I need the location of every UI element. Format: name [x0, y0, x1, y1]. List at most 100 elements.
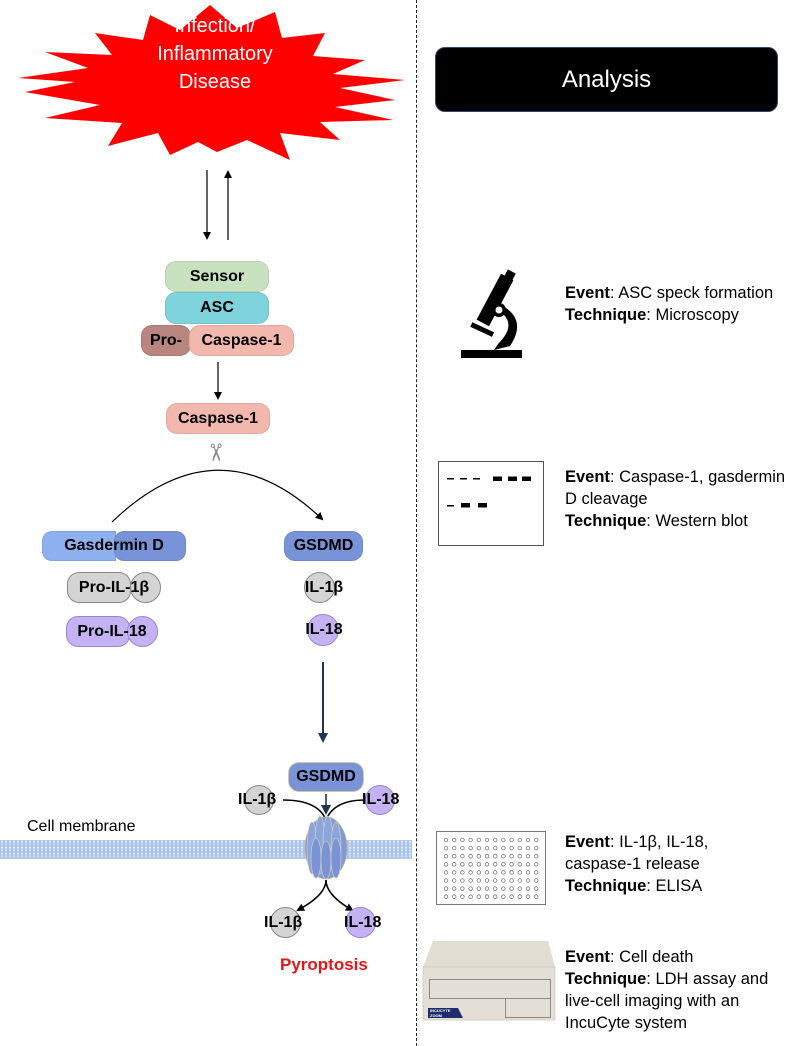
elisa-well: [484, 870, 490, 875]
elisa-well: [460, 894, 465, 899]
event-label: Event: [565, 833, 610, 851]
elisa-well: [452, 894, 457, 899]
elisa-well: [443, 878, 449, 883]
elisa-well: [484, 837, 490, 843]
gsdmd-cleaved-box: GSDMD: [284, 531, 363, 561]
il1b-domain-circle: [130, 572, 161, 603]
elisa-well: [517, 845, 522, 851]
infection-burst-shape: [18, 5, 405, 160]
gasdermin-d-left-half: [42, 531, 116, 561]
il18-entry-curve: [325, 799, 366, 821]
elisa-well: [501, 894, 506, 899]
technique-label: Technique: [565, 877, 647, 895]
elisa-well: [476, 894, 481, 899]
elisa-well: [509, 878, 514, 883]
il1b-release-arrow: [296, 879, 327, 911]
elisa-well: [476, 862, 481, 867]
elisa-well: [452, 878, 457, 883]
elisa-well: [493, 886, 498, 891]
elisa-well: [452, 886, 457, 891]
il18-entry-label: IL-18: [362, 791, 400, 808]
technique-text: : ELISA: [646, 877, 703, 895]
elisa-well: [468, 854, 473, 859]
elisa-well: [468, 878, 473, 883]
event-text: : Caspase-1, gasdermin D cleavage: [565, 468, 786, 508]
elisa-well: [501, 837, 506, 843]
il1b-released-circle: [270, 907, 301, 938]
elisa-well: [476, 837, 481, 843]
pro-il1b-prodomain: [67, 572, 131, 603]
elisa-well: [509, 894, 514, 899]
event-text: : ASC speck formation: [609, 284, 774, 302]
elisa-well: [452, 862, 457, 867]
incucyte-instrument-icon: [422, 941, 556, 1021]
pro-caspase-1-box: Caspase-1: [189, 325, 294, 356]
elisa-well: [493, 894, 498, 899]
elisa-well: [517, 870, 522, 875]
elisa-well: [452, 854, 457, 859]
il1b-entry-label: IL-1β: [238, 791, 277, 808]
il18-release-arrow: [325, 879, 354, 911]
elisa-well: [468, 894, 473, 899]
elisa-well: [476, 886, 481, 891]
analysis-header: Analysis: [435, 47, 778, 112]
elisa-well: [509, 845, 514, 851]
elisa-well: [509, 837, 514, 843]
elisa-well: [525, 862, 531, 867]
il18-released-label: IL-18: [344, 914, 382, 931]
elisa-well: [468, 837, 473, 843]
elisa-well: [443, 837, 449, 843]
elisa-well: [443, 845, 449, 851]
elisa-well: [460, 854, 465, 859]
elisa-well: [534, 886, 539, 891]
elisa-well: [484, 886, 490, 891]
event-text: : IL-1β, IL-18, caspase-1 release: [565, 833, 709, 873]
infection-burst-label: Infection/ Inflammatory Disease: [140, 12, 290, 96]
elisa-well: [517, 862, 522, 867]
elisa-well: [443, 886, 449, 891]
elisa-well: [443, 870, 449, 875]
elisa-well: [509, 862, 514, 867]
technique-label: Technique: [565, 306, 647, 324]
elisa-well: [484, 854, 490, 859]
gasdermin-d-label: Gasdermin D: [64, 537, 164, 554]
elisa-well: [534, 845, 539, 851]
elisa-well: [517, 837, 522, 843]
elisa-well: [452, 870, 457, 875]
elisa-well: [534, 854, 539, 859]
analysis-item-microscopy: Event: ASC speck formation Technique: Mi…: [565, 282, 795, 326]
il1b-label: IL-1β: [304, 579, 344, 596]
elisa-well: [534, 870, 539, 875]
elisa-well: [484, 878, 490, 883]
elisa-well: [452, 845, 457, 851]
elisa-well: [501, 878, 506, 883]
western-blot-icon: [438, 461, 544, 546]
event-text: : Cell death: [609, 948, 694, 966]
elisa-well: [468, 862, 473, 867]
incucyte-logo-text: INCUCYTE ZOOM: [430, 1008, 450, 1018]
elisa-well: [493, 845, 498, 851]
cell-membrane-label: Cell membrane: [27, 818, 136, 835]
elisa-well: [509, 886, 514, 891]
elisa-well: [509, 854, 514, 859]
elisa-well: [517, 894, 522, 899]
il18-entry-circle: [365, 785, 395, 815]
incucyte-logo-line-1: INCUCYTE: [430, 1008, 451, 1013]
elisa-well: [468, 886, 473, 891]
elisa-well: [484, 845, 490, 851]
elisa-well: [468, 845, 473, 851]
analysis-item-western-blot: Event: Caspase-1, gasdermin D cleavage T…: [565, 466, 795, 532]
section-divider: [416, 0, 417, 1046]
elisa-well: [509, 870, 514, 875]
technique-text: : LDH assay and live-cell imaging with a…: [565, 970, 769, 1032]
elisa-well: [525, 894, 531, 899]
il18-domain-circle: [127, 616, 158, 647]
il18-circle: [307, 614, 339, 646]
elisa-well: [443, 894, 449, 899]
active-caspase-1-box: Caspase-1: [166, 403, 270, 434]
event-label: Event: [565, 284, 610, 302]
elisa-well: [525, 837, 531, 843]
technique-label: Technique: [565, 512, 647, 530]
analysis-item-cell-death: Event: Cell death Technique: LDH assay a…: [565, 946, 780, 1034]
